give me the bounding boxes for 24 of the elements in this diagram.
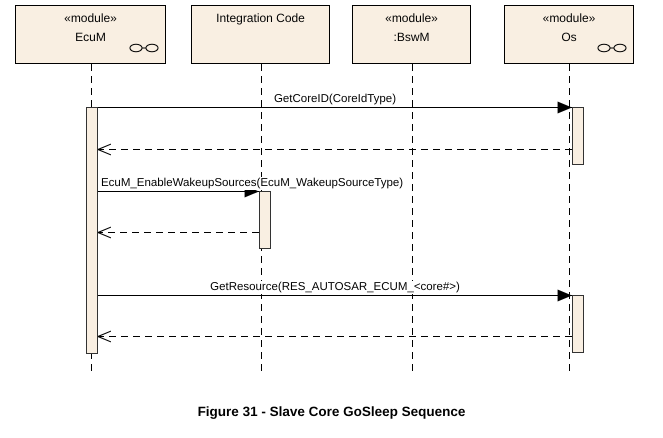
figure-caption: Figure 31 - Slave Core GoSleep Sequence bbox=[196, 404, 466, 419]
lifeline-name: Os bbox=[560, 30, 578, 44]
activation-bar bbox=[259, 191, 271, 249]
return-message-arrow bbox=[97, 330, 572, 342]
message-arrow bbox=[98, 290, 572, 302]
stereotype-label: «module» bbox=[384, 11, 439, 25]
message-label: GetCoreID(CoreIdType) bbox=[272, 92, 398, 106]
return-message-arrow bbox=[97, 226, 260, 238]
lifeline-name: Integration Code bbox=[215, 11, 306, 25]
stereotype-label: «module» bbox=[542, 11, 596, 25]
message-label: EcuM_EnableWakeupSources(EcuM_WakeupSourceType) bbox=[100, 176, 404, 190]
lifeline-name: :BswM bbox=[392, 30, 430, 44]
return-message-arrow bbox=[97, 144, 572, 156]
activation-bar bbox=[86, 107, 98, 354]
lifeline-head bbox=[191, 5, 330, 64]
lifeline-name: EcuM bbox=[74, 30, 107, 44]
message-label: GetResource(RES_AUTOSAR_ECUM_<core#>) bbox=[209, 280, 461, 294]
message-arrow bbox=[98, 102, 572, 114]
lifeline-head bbox=[504, 5, 634, 64]
lifeline-head bbox=[15, 5, 166, 64]
activation-bar bbox=[572, 107, 584, 165]
lifeline-head bbox=[352, 5, 471, 64]
activation-bar bbox=[572, 295, 584, 353]
stereotype-label: «module» bbox=[63, 11, 118, 25]
